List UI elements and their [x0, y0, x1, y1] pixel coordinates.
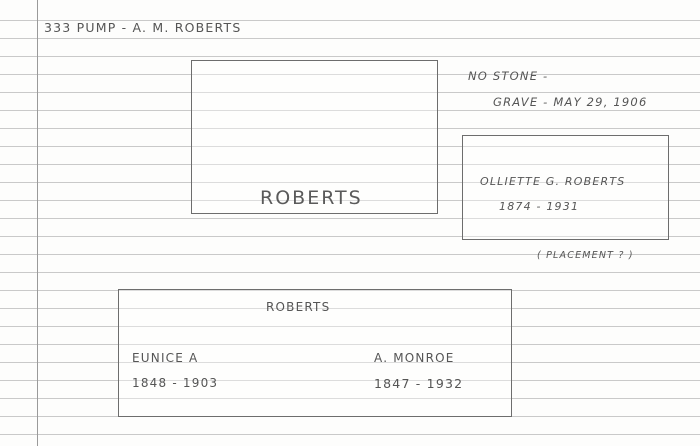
grave-date-note: GRAVE - MAY 29, 1906	[493, 95, 648, 109]
side-headstone-box: OLLIETTE G. ROBERTS 1874 - 1931	[462, 135, 669, 240]
page-header-title: 333 PUMP - A. M. ROBERTS	[44, 20, 242, 35]
right-person-dates: 1847 - 1932	[374, 376, 464, 391]
placement-question-note: ( PLACEMENT ? )	[537, 250, 634, 261]
side-headstone-dates: 1874 - 1931	[499, 200, 580, 213]
right-person-name: A. MONROE	[374, 351, 455, 365]
main-headstone-name: ROBERTS	[260, 187, 363, 209]
side-headstone-name: OLLIETTE G. ROBERTS	[480, 175, 626, 188]
main-headstone-box: ROBERTS	[191, 60, 438, 214]
left-person-dates: 1848 - 1903	[132, 376, 219, 390]
no-stone-note: NO STONE -	[468, 69, 549, 83]
bottom-headstone-title: ROBERTS	[266, 300, 331, 314]
bottom-headstone-box: ROBERTS EUNICE A 1848 - 1903 A. MONROE 1…	[118, 289, 512, 417]
left-person-name: EUNICE A	[132, 351, 199, 365]
page-margin-line	[37, 0, 38, 446]
